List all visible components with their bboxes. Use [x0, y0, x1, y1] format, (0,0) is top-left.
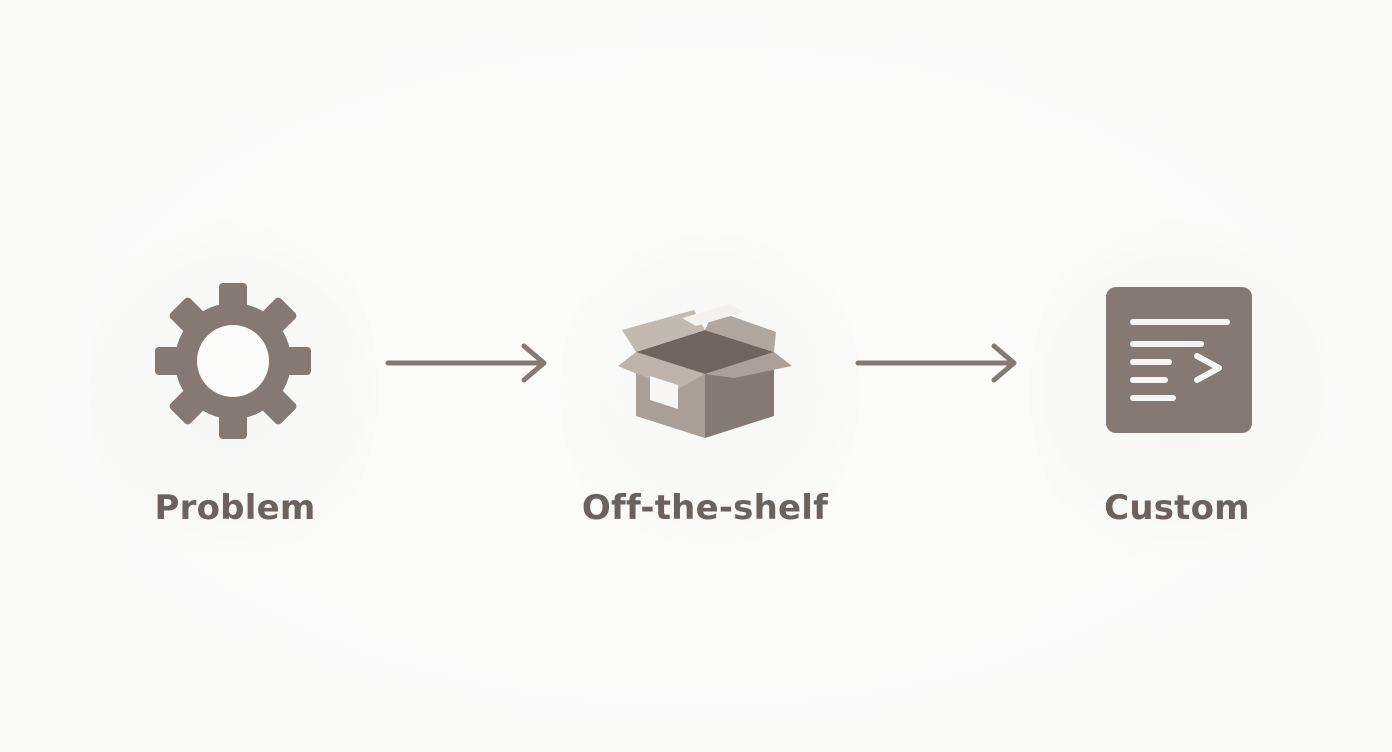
arrow-right-icon — [385, 343, 547, 383]
step-label-problem: Problem — [154, 488, 316, 528]
step-label-custom: Custom — [1104, 488, 1250, 528]
code-document-icon — [1106, 287, 1252, 433]
step-label-off-the-shelf: Off-the-shelf — [581, 488, 829, 528]
gear-icon — [155, 283, 311, 439]
arrow-right-icon — [855, 343, 1017, 383]
box-icon — [618, 304, 792, 438]
